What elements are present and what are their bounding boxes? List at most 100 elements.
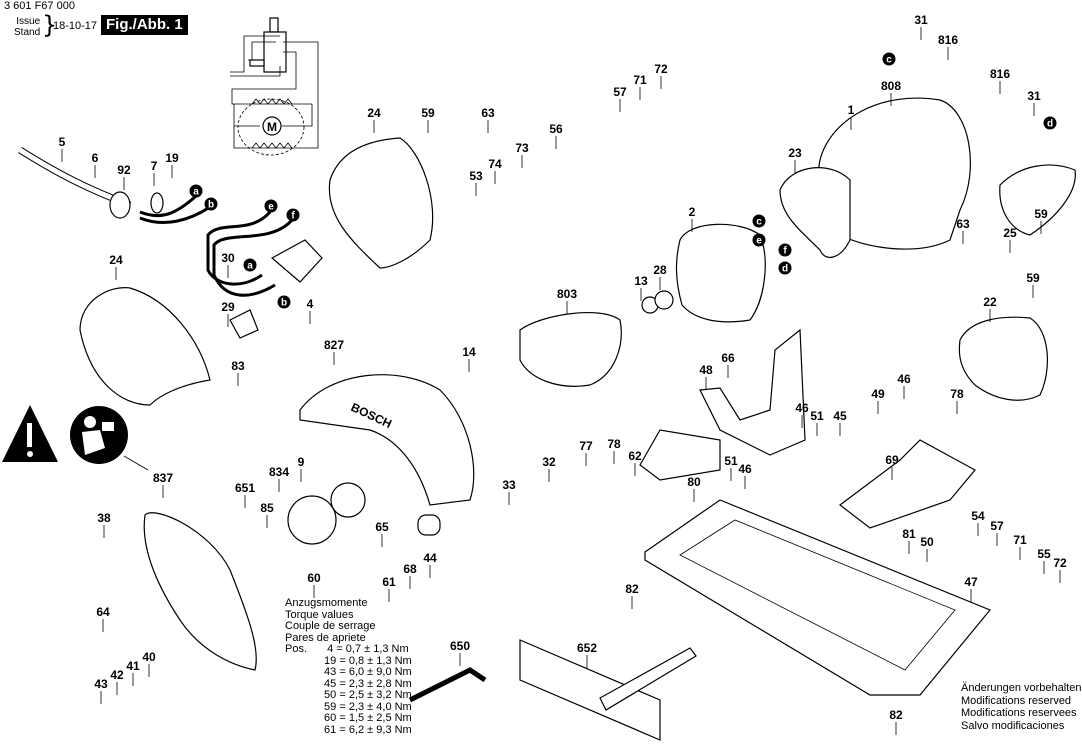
svg-text:e: e [268,202,274,213]
torque-title-de: Anzugsmomente [285,597,368,609]
connector-b: b [277,295,291,309]
part-label-808: 808 [881,79,901,93]
torque-row: 43 = 6,0 ± 9,0 Nm [285,666,412,679]
depth-bracket-81 [839,439,976,529]
svg-text:f: f [783,246,787,257]
hex-key-650 [408,667,487,703]
torque-value: 43 = 6,0 ± 9,0 Nm [321,666,412,678]
connector-a: a [243,258,257,272]
brush-cover-23 [779,167,851,258]
motor-symbol: M [267,120,277,134]
torque-pos-label [285,713,321,725]
part-label-40: 40 [142,650,156,664]
torque-title-fr: Couple de serrage [285,620,376,632]
part-label-28: 28 [653,263,667,277]
issue-label: Issue [16,16,41,27]
read-manual-icon [70,406,128,464]
connector-c: c [752,214,766,228]
part-label-57: 57 [990,519,1004,533]
part-label-81: 81 [902,527,916,541]
connector-d: d [1043,116,1057,130]
svg-text:b: b [208,200,214,211]
torque-row: Pos. 4 = 0,7 ± 1,3 Nm [285,643,412,656]
part-label-72: 72 [1053,556,1067,570]
part-label-29: 29 [221,300,235,314]
torque-row: 50 = 2,5 ± 3,2 Nm [285,689,412,702]
part-label-46: 46 [738,462,752,476]
svg-text:d: d [1047,119,1053,130]
armature-803 [519,311,622,387]
flange-834 [287,495,337,545]
torque-value: 59 = 2,3 ± 4,0 Nm [321,700,412,713]
connector-f: f [286,208,300,222]
stand-label: Stand [14,27,41,38]
part-label-650: 650 [450,639,470,653]
torque-title-es: Pares de apriete [285,631,366,644]
part-label-32: 32 [542,455,556,469]
torque-row: 59 = 2,3 ± 4,0 Nm [285,700,412,714]
part-label-19: 19 [165,151,179,165]
torque-rows: Pos. 4 = 0,7 ± 1,3 Nm 19 = 0,8 ± 1,3 Nm … [285,643,412,736]
svg-text:e: e [756,236,762,247]
part-label-53: 53 [469,169,483,183]
part-label-50: 50 [920,535,934,549]
part-label-57: 57 [613,85,627,99]
torque-row: 45 = 2,3 ± 2,8 Nm [285,677,412,691]
part-label-816: 816 [990,67,1010,81]
part-label-45: 45 [833,409,847,423]
part-label-64: 64 [96,605,110,619]
notice-en: Modifications reserved [961,694,1072,707]
base-plate-47 [644,499,991,696]
part-label-48: 48 [699,363,713,377]
notice-de: Änderungen vorbehalten [961,682,1082,694]
connector-c: c [882,52,896,66]
part-label-803: 803 [557,287,577,301]
part-label-834: 834 [269,465,289,479]
parallel-guide-652 [519,639,661,741]
connector-a: a [189,184,203,198]
part-label-59: 59 [421,106,435,120]
torque-pos-label: Pos. [285,643,308,655]
part-label-51: 51 [810,409,824,423]
part-label-56: 56 [549,122,563,136]
torque-row: 19 = 0,8 ± 1,3 Nm [285,654,412,668]
bracket-48 [699,328,806,456]
torque-title-en: Torque values [285,608,354,621]
part-label-827: 827 [324,338,344,352]
part-label-85: 85 [260,501,274,515]
part-label-23: 23 [788,146,802,160]
warning-triangle-icon [2,405,58,462]
blade-guard-827 [299,374,475,506]
torque-row: 60 = 1,5 ± 2,5 Nm [285,712,412,725]
angle-plate-80 [639,429,721,481]
part-label-46: 46 [795,401,809,415]
part-label-14: 14 [462,345,476,359]
part-label-816: 816 [938,33,958,47]
part-label-82: 82 [889,708,903,722]
torque-value: 61 = 6,2 ± 9,3 Nm [321,723,412,736]
issue-stand-label: Issue Stand [14,16,40,38]
torque-value: 50 = 2,5 ± 3,2 Nm [321,689,412,701]
internal-cables [206,210,323,339]
part-label-55: 55 [1037,547,1051,561]
power-cord [18,147,211,224]
part-label-83: 83 [231,359,245,373]
figure-label: Fig./Abb. 1 [101,15,188,35]
part-label-60: 60 [307,571,321,585]
part-label-63: 63 [481,106,495,120]
torque-value: 19 = 0,8 ± 1,3 Nm [321,654,412,667]
svg-text:f: f [291,211,295,222]
torque-pos-label [285,702,321,714]
part-label-71: 71 [633,73,647,87]
part-label-1: 1 [848,103,855,117]
part-label-30: 30 [221,251,235,265]
part-label-25: 25 [1003,226,1017,240]
notice-es: Salvo modificaciones [961,719,1065,732]
torque-value: 45 = 2,3 ± 2,8 Nm [321,677,412,690]
part-label-78: 78 [607,437,621,451]
part-label-652: 652 [577,641,597,655]
part-label-5: 5 [59,135,66,149]
svg-text:d: d [782,264,788,275]
part-label-62: 62 [628,449,642,463]
